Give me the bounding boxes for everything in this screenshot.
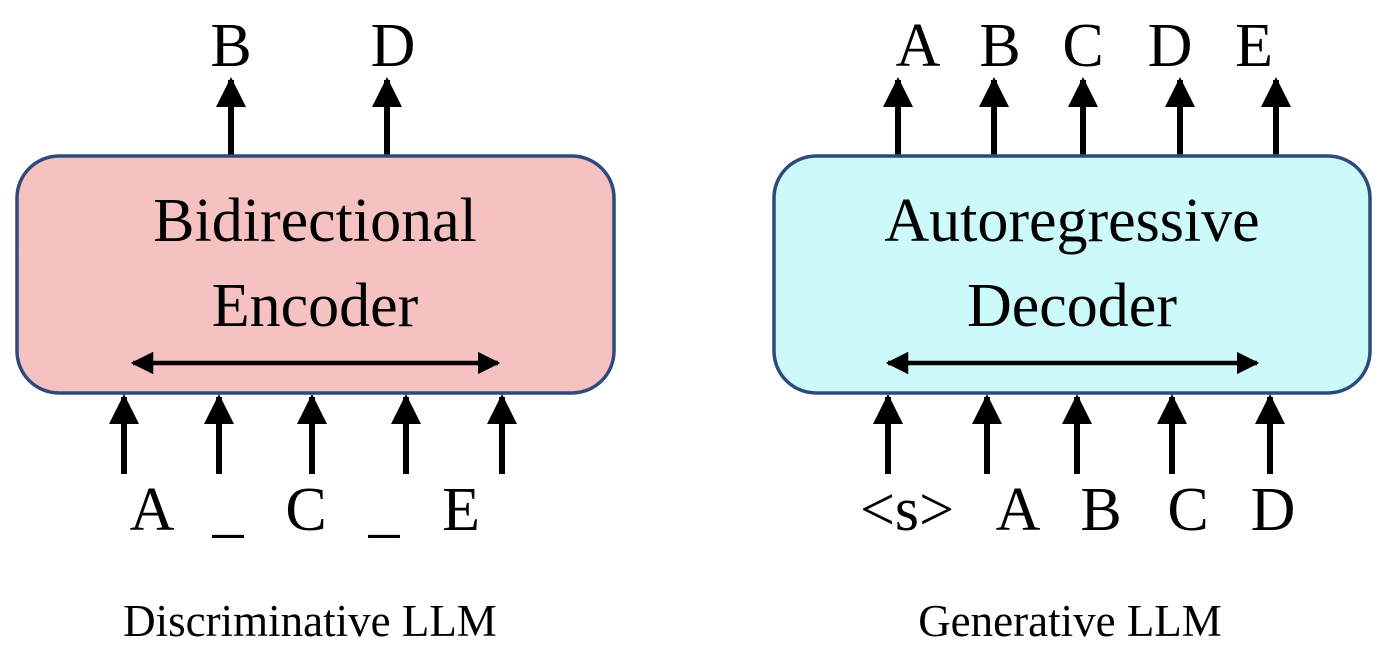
input-token: A [996, 476, 1041, 544]
input-token: A [130, 476, 175, 544]
generative-panel: A B C D E Autoregressive Decoder <s> A B… [772, 12, 1372, 646]
output-token: B [210, 12, 251, 80]
output-token: E [1235, 12, 1273, 80]
input-token-start: <s> [860, 476, 954, 544]
input-token: C [285, 476, 326, 544]
output-token: D [1148, 12, 1193, 80]
decoder-title-line1: Autoregressive [884, 187, 1259, 255]
output-token: B [979, 12, 1020, 80]
bidirectional-encoder-box [15, 154, 616, 395]
input-token: B [1080, 476, 1121, 544]
encoder-title-line2: Encoder [212, 272, 419, 340]
input-token: C [1167, 476, 1208, 544]
input-token: D [1251, 476, 1296, 544]
input-token: E [442, 476, 480, 544]
discriminative-panel: B D Bidirectional Encoder A _ C _ E Disc… [15, 12, 616, 646]
autoregressive-decoder-box [772, 154, 1372, 395]
decoder-title-line2: Decoder [967, 272, 1177, 340]
generative-caption: Generative LLM [918, 596, 1222, 646]
discriminative-caption: Discriminative LLM [123, 596, 497, 646]
output-token: A [896, 12, 941, 80]
output-token: C [1062, 12, 1103, 80]
input-token-mask: _ [368, 476, 401, 544]
encoder-title-line1: Bidirectional [153, 187, 477, 255]
input-token-mask: _ [212, 476, 245, 544]
output-token: D [371, 12, 416, 80]
